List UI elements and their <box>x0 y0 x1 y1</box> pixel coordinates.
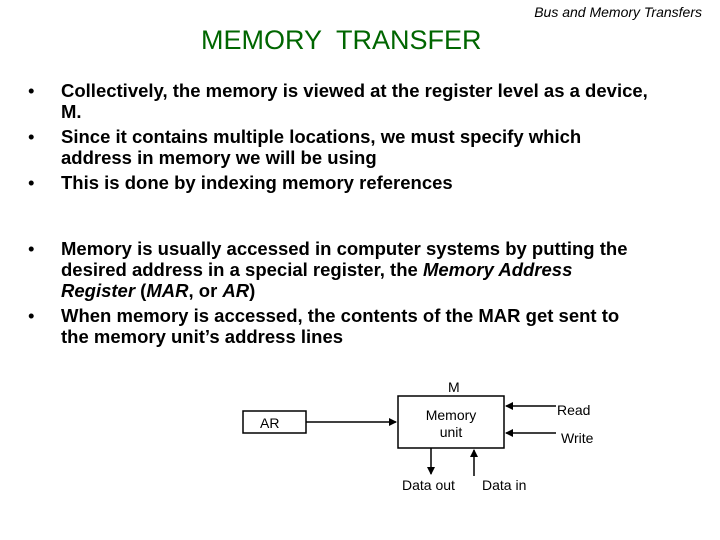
header-note: Bus and Memory Transfers <box>534 4 702 20</box>
bullet-dot-icon: • <box>28 126 35 147</box>
bullet-text-pre: Memory is usually accessed in computer s… <box>61 238 628 280</box>
bullet-text-mid: , or <box>188 280 223 301</box>
slide-title: MEMORY TRANSFER <box>201 25 482 55</box>
bullet-item: • Collectively, the memory is viewed at t… <box>28 80 648 122</box>
write-label: Write <box>561 430 594 446</box>
bullet-dot-icon: • <box>28 238 35 259</box>
ar-abbrev: AR <box>222 280 250 301</box>
bullet-item: • Memory is usually accessed in computer … <box>28 238 628 301</box>
mar-abbrev: MAR <box>146 280 189 301</box>
read-label: Read <box>557 402 590 418</box>
bullet-list-bottom: • Memory is usually accessed in computer … <box>28 238 628 351</box>
bullet-text-post: ) <box>249 280 256 301</box>
bullet-item: • This is done by indexing memory referen… <box>28 172 648 193</box>
memory-unit-label: unit <box>440 424 463 440</box>
memory-unit-label: Memory <box>426 407 477 423</box>
bullet-text: Since it contains multiple locations, we… <box>61 126 582 168</box>
bullet-dot-icon: • <box>28 172 35 193</box>
bullet-text: When memory is accessed, the contents of… <box>61 305 620 347</box>
bullet-item: • When memory is accessed, the contents o… <box>28 305 628 347</box>
data-out-label: Data out <box>402 477 455 493</box>
bullet-dot-icon: • <box>28 80 35 101</box>
bullet-text-mid: ( <box>135 280 147 301</box>
bullet-text: This is done by indexing memory referenc… <box>61 172 453 193</box>
ar-label: AR <box>260 415 279 431</box>
mar-term: Memory Address Register <box>61 259 573 301</box>
bullet-list-top: • Collectively, the memory is viewed at t… <box>28 80 648 197</box>
bullet-dot-icon: • <box>28 305 35 326</box>
bullet-text: Collectively, the memory is viewed at th… <box>61 80 648 122</box>
m-label: M <box>448 379 460 395</box>
data-in-label: Data in <box>482 477 526 493</box>
memory-unit-box <box>397 395 505 449</box>
bullet-item: • Since it contains multiple locations, w… <box>28 126 648 168</box>
